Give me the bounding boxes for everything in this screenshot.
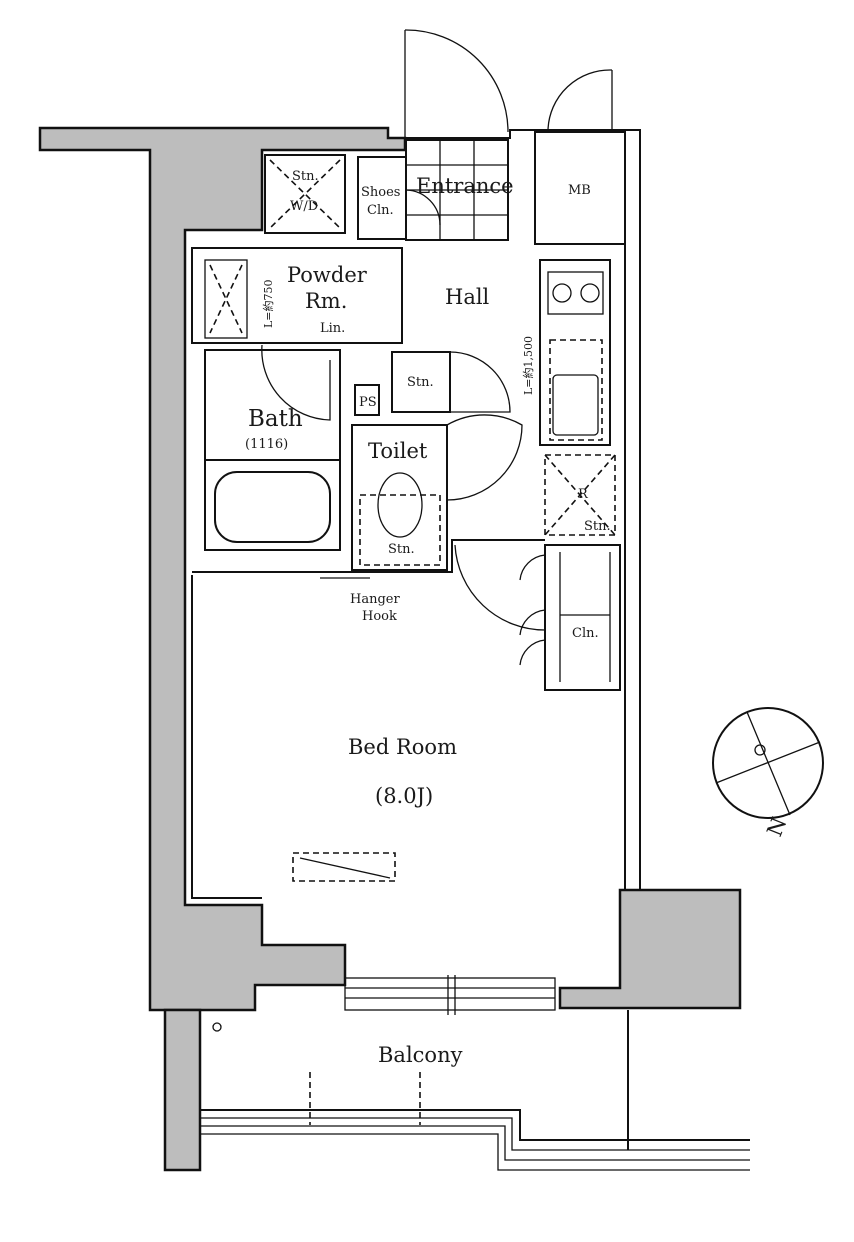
shoes-closet-label-2: Cln. <box>367 203 394 218</box>
bedroom-size-label: (8.0J) <box>375 784 433 808</box>
north-label: N <box>762 814 791 840</box>
pipe-space-label: PS <box>359 395 377 410</box>
powder-ceiling-height-label: L=約750 <box>261 279 275 328</box>
structural-walls <box>38 126 742 1172</box>
wd-storage-label: Stn. <box>292 169 319 184</box>
hall-ceiling-height-label: L=約1,500 <box>521 336 535 395</box>
meter-box-label: MB <box>568 183 591 198</box>
refrigerator-label: R <box>578 487 589 502</box>
doors <box>261 29 613 666</box>
balcony-label: Balcony <box>378 1043 463 1067</box>
bedroom-label: Bed Room <box>348 735 457 759</box>
powder-room-label-2: Rm. <box>305 289 347 313</box>
partitions <box>191 131 626 882</box>
linen-label: Lin. <box>320 321 345 336</box>
toilet-label: Toilet <box>368 439 428 463</box>
hanger-hook-label-2: Hook <box>362 609 397 624</box>
bath-size-label: (1116) <box>245 437 288 452</box>
washer-dryer-label: W/D <box>290 199 318 214</box>
hanger-hook-label-1: Hanger <box>350 592 400 607</box>
north-compass <box>712 707 824 819</box>
balcony-structure <box>200 1010 750 1171</box>
closet-label: Cln. <box>572 626 599 641</box>
unit-outline <box>185 129 641 1015</box>
shoes-closet-label-1: Shoes <box>361 185 400 200</box>
entrance-label: Entrance <box>416 174 514 198</box>
toilet-storage-label: Stn. <box>388 542 415 557</box>
bath-label: Bath <box>248 406 303 432</box>
hall-label: Hall <box>445 285 490 309</box>
kitchen-storage-label: Stn. <box>584 519 611 534</box>
hall-storage-label: Stn. <box>407 375 434 390</box>
powder-room-label-1: Powder <box>287 263 368 287</box>
